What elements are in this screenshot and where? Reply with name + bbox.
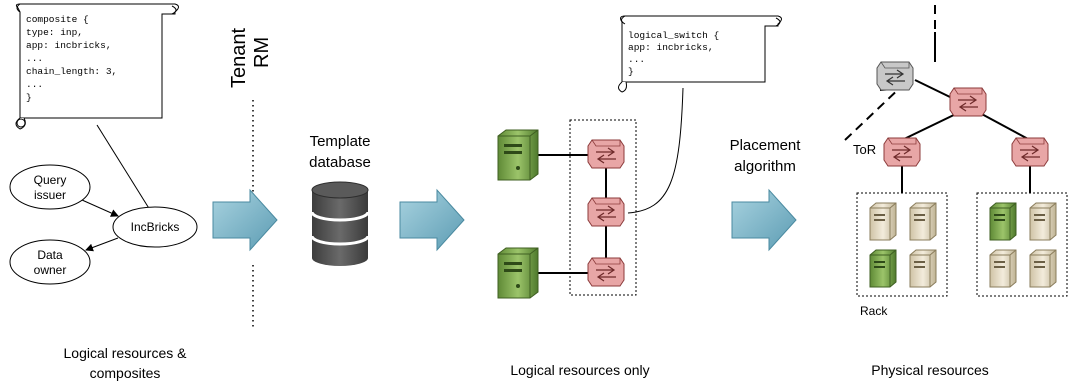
physical-server-allocated <box>869 249 897 288</box>
physical-server <box>1029 249 1057 288</box>
physical-server <box>989 249 1017 288</box>
tor-switch-right <box>1011 137 1049 167</box>
logical-switch-mid <box>587 197 625 227</box>
tor-label: ToR <box>853 142 876 157</box>
composite-spec-scroll: composite { type: inp, app: incbricks, .… <box>15 3 179 130</box>
logical-switch-bottom <box>587 257 625 287</box>
database-label-line2: database <box>309 154 371 171</box>
rack-right <box>976 192 1068 297</box>
logical-links <box>537 154 607 274</box>
core-switch <box>876 61 914 91</box>
placement-label-line2: algorithm <box>734 158 796 175</box>
scroll2-connector <box>627 87 684 214</box>
query-to-incbricks-arrow <box>81 199 119 217</box>
caption-middle: Logical resources only <box>510 362 649 378</box>
logical-switch-top <box>587 139 625 169</box>
flow-arrow-1 <box>212 188 278 252</box>
placement-label-line1: Placement <box>730 137 802 154</box>
scroll1-line: } <box>26 92 32 103</box>
flow-arrow-3 <box>731 188 797 252</box>
scroll2-line: } <box>628 66 634 77</box>
physical-server-allocated <box>989 202 1017 241</box>
incbricks-node: IncBricks <box>112 206 198 248</box>
data-owner-node: Data owner <box>9 239 91 285</box>
tenant-label: Tenant <box>228 28 250 88</box>
incbricks-to-owner-arrow <box>85 237 119 252</box>
rm-label: RM <box>251 37 273 68</box>
database-icon <box>310 181 370 266</box>
physical-server <box>1029 202 1057 241</box>
scroll1-line: app: incbricks, <box>26 40 112 51</box>
svg-text:issuer: issuer <box>34 188 66 202</box>
rack-left <box>856 192 948 297</box>
svg-text:Query: Query <box>34 173 67 187</box>
scroll-connector <box>96 124 151 211</box>
aggregation-switch <box>949 87 987 117</box>
physical-server <box>909 202 937 241</box>
scroll2-line: app: incbricks, <box>628 42 714 53</box>
physical-links <box>844 5 1031 193</box>
scroll1-line: composite { <box>26 14 89 25</box>
physical-server <box>909 249 937 288</box>
scroll1-line: chain_length: 3, <box>26 66 117 77</box>
scroll2-line: logical_switch { <box>628 30 719 41</box>
database-label-line1: Template <box>310 133 371 150</box>
rack-label: Rack <box>860 304 888 318</box>
query-issuer-node: Query issuer <box>9 164 91 210</box>
logical-switch-scroll: logical_switch { app: incbricks, ... } <box>618 15 782 93</box>
svg-text:IncBricks: IncBricks <box>131 220 180 234</box>
tor-switch-left <box>883 137 921 167</box>
caption-left-line1: Logical resources & <box>64 345 188 361</box>
logical-server-bottom <box>497 247 539 299</box>
svg-text:Data: Data <box>37 248 63 262</box>
tenant-rm-boundary: Tenant RM <box>228 28 273 330</box>
caption-right: Physical resources <box>871 362 989 378</box>
svg-text:logical_switch { app: logical_switch { app: incbricks, ... } <box>628 30 725 77</box>
physical-server <box>869 202 897 241</box>
svg-text:owner: owner <box>34 263 67 277</box>
logical-switch-group <box>569 119 637 296</box>
scroll1-line: ... <box>26 79 43 90</box>
flow-arrow-2 <box>399 188 465 252</box>
svg-text:composite { type: in: composite { type: inp, app: incbricks, .… <box>26 14 123 103</box>
scroll1-line: ... <box>26 53 43 64</box>
logical-server-top <box>497 129 539 181</box>
caption-left-line2: composites <box>90 365 161 381</box>
scroll2-line: ... <box>628 54 645 65</box>
scroll1-line: type: inp, <box>26 27 83 38</box>
